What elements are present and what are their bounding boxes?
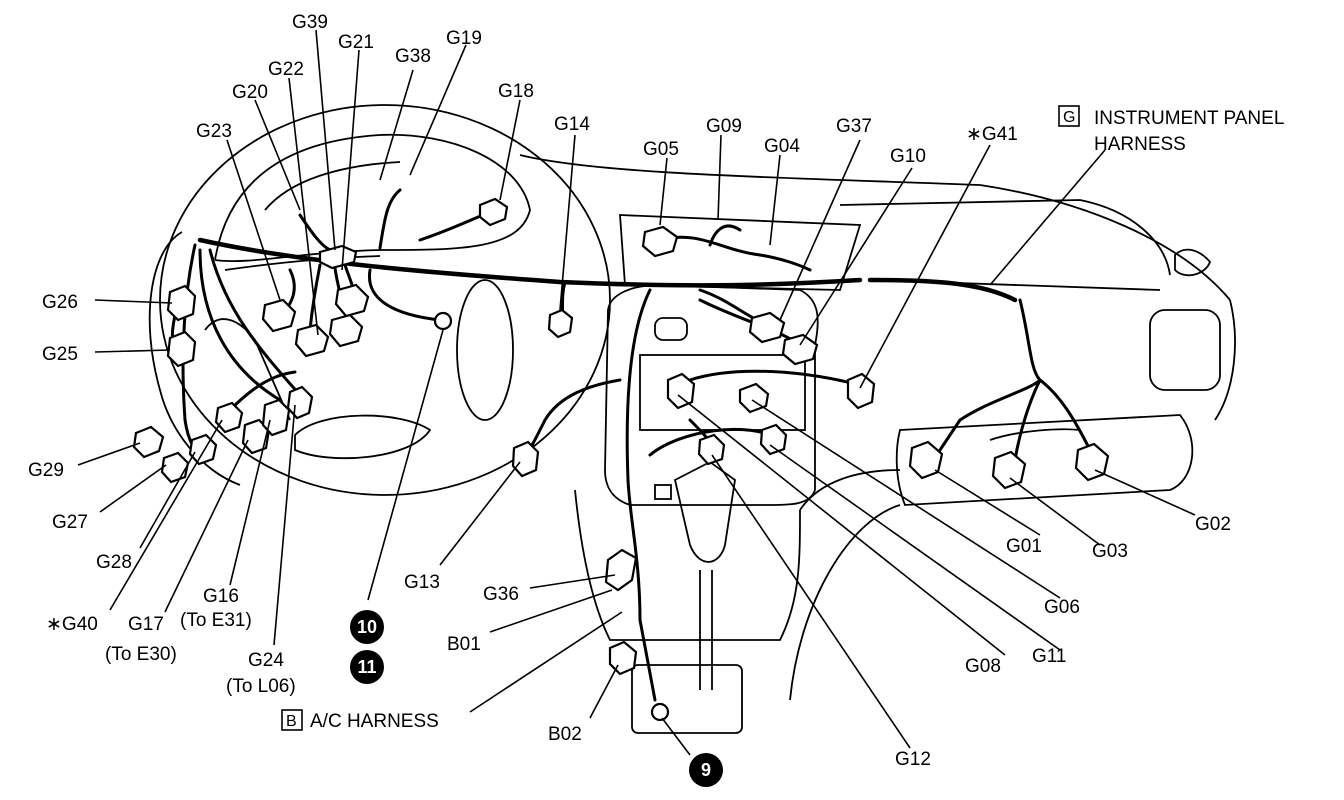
label-g16: G16: [203, 586, 239, 607]
svg-text:10: 10: [357, 617, 377, 637]
label-g14: G14: [554, 114, 590, 135]
harness-b-text: A/C HARNESS: [310, 711, 439, 732]
label-g10: G10: [890, 146, 926, 167]
svg-text:9: 9: [701, 760, 711, 780]
leader-lines: [77, 29, 1196, 756]
label-g18: G18: [498, 81, 534, 102]
label-g17: G17: [128, 614, 164, 635]
label-g38: G38: [395, 46, 431, 67]
harness-g-letter: G: [1063, 109, 1075, 126]
label-g05: G05: [643, 139, 679, 160]
ground-badge-10: 10: [350, 610, 384, 644]
label-g29: G29: [28, 460, 64, 481]
harness-g-line1: INSTRUMENT PANEL: [1094, 108, 1284, 129]
label-g27: G27: [52, 512, 88, 533]
label-b01: B01: [447, 634, 481, 655]
label-g26: G26: [42, 292, 78, 313]
label-g28: G28: [96, 552, 132, 573]
ground-badge-11: 11: [350, 650, 384, 684]
label-g40: ∗G40: [46, 614, 98, 635]
label-b02: B02: [548, 724, 582, 745]
harness-g-box: [1058, 105, 1080, 127]
label-g03: G03: [1092, 541, 1128, 562]
label-g21: G21: [338, 32, 374, 53]
harness-b-box: [281, 709, 303, 731]
label-g08: G08: [965, 656, 1001, 677]
label-g06: G06: [1044, 597, 1080, 618]
label-g09: G09: [706, 116, 742, 137]
label-g01: G01: [1006, 536, 1042, 557]
label-g17-note: (To E30): [105, 644, 177, 665]
harness-g-line2: HARNESS: [1094, 134, 1186, 155]
label-g12: G12: [895, 749, 931, 770]
label-g24: G24: [248, 650, 284, 671]
ac-harness-callout: B A/C HARNESS: [281, 709, 439, 732]
label-g24-note: (To L06): [226, 676, 296, 697]
label-g16-note: (To E31): [180, 610, 252, 631]
connectors: [132, 197, 1110, 722]
label-g13: G13: [404, 572, 440, 593]
label-g25: G25: [42, 344, 78, 365]
label-g23: G23: [196, 121, 232, 142]
connector-labels: G39 G21 G38 G19 G22 G20 G18 G23 G14 G05 …: [28, 12, 1231, 770]
ground-badge-9: 9: [689, 753, 723, 787]
svg-text:11: 11: [357, 657, 376, 677]
label-g39: G39: [292, 12, 328, 33]
label-g02: G02: [1195, 514, 1231, 535]
instrument-panel-harness-callout: G INSTRUMENT PANEL HARNESS: [1058, 105, 1284, 155]
dashboard-outline: [148, 104, 1236, 734]
label-g36: G36: [483, 584, 519, 605]
label-g04: G04: [764, 136, 800, 157]
label-g41: ∗G41: [966, 124, 1018, 145]
label-g20: G20: [232, 82, 268, 103]
label-g11: G11: [1032, 646, 1067, 667]
label-g19: G19: [446, 28, 482, 49]
label-g22: G22: [268, 59, 304, 80]
harness-b-letter: B: [286, 713, 297, 730]
label-g37: G37: [836, 116, 872, 137]
